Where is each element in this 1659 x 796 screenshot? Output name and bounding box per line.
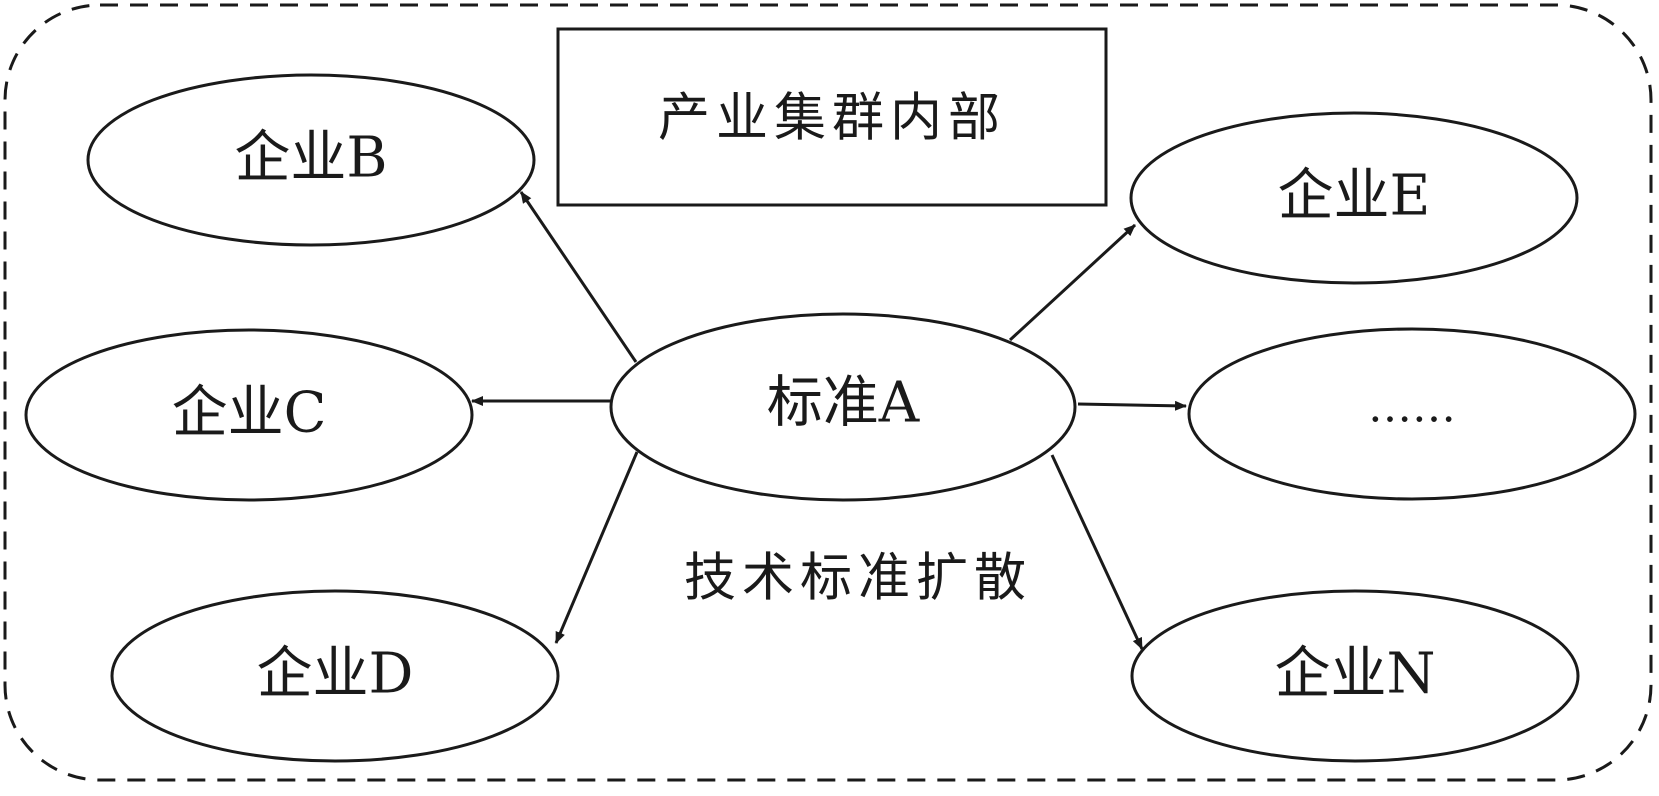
node-etc: ……	[1187, 327, 1637, 501]
node-n: 企业N	[1130, 589, 1580, 763]
node-d: 企业D	[110, 589, 560, 763]
title-box	[556, 27, 1108, 207]
center-node-ellipse	[609, 312, 1077, 502]
node-d-label: 企业D	[257, 642, 414, 707]
node-b-ellipse	[86, 73, 536, 247]
edges	[471, 191, 1187, 650]
node-c: 企业C	[24, 328, 474, 502]
edge-center-to-n	[1050, 454, 1144, 650]
node-n-label: 企业N	[1275, 642, 1436, 707]
edge-center-to-e	[1008, 223, 1137, 342]
edge-center-to-d	[554, 451, 639, 644]
node-e-ellipse	[1129, 111, 1579, 285]
node-etc-ellipse	[1187, 327, 1637, 501]
node-b-label: 企业B	[234, 126, 387, 191]
edge-center-to-etc	[1077, 400, 1187, 411]
title-text: 产业集群内部	[658, 89, 1006, 149]
cluster-boundary	[3, 3, 1653, 782]
node-b: 企业B	[86, 73, 536, 247]
caption-text: 技术标准扩散	[684, 549, 1032, 609]
node-e: 企业E	[1129, 111, 1579, 285]
node-c-label: 企业C	[172, 381, 327, 446]
center-node-label: 标准A	[767, 371, 920, 436]
node-d-ellipse	[110, 589, 560, 763]
node-e-label: 企业E	[1278, 164, 1431, 229]
center-node: 标准A	[609, 312, 1077, 502]
node-etc-label: ……	[1368, 382, 1456, 433]
edge-center-to-b	[519, 191, 638, 363]
node-n-ellipse	[1130, 589, 1580, 763]
node-c-ellipse	[24, 328, 474, 502]
